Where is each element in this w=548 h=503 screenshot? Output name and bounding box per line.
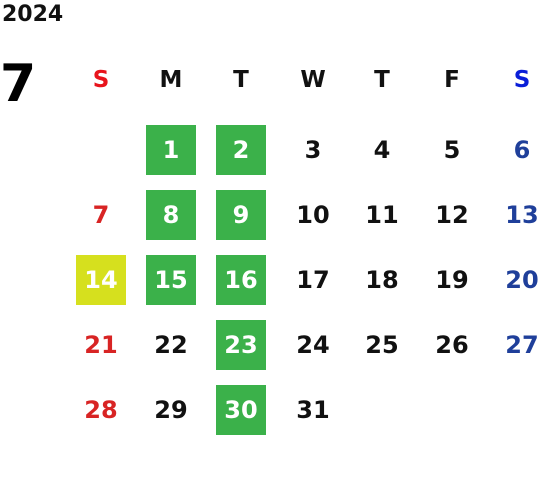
month-label: 7 (0, 54, 37, 114)
day-cell-8[interactable]: 8 (146, 190, 196, 240)
day-cell-20[interactable]: 20 (505, 266, 539, 294)
weekday-header-1: M (159, 67, 183, 93)
day-cell-18[interactable]: 18 (365, 266, 399, 294)
day-cell-21[interactable]: 21 (84, 331, 118, 359)
day-cell-7[interactable]: 7 (92, 201, 110, 229)
day-cell-23[interactable]: 23 (216, 320, 266, 370)
weekday-header-4: T (374, 67, 390, 93)
day-cell-24[interactable]: 24 (296, 331, 330, 359)
weekday-header-3: W (300, 67, 326, 93)
day-cell-26[interactable]: 26 (435, 331, 469, 359)
day-cell-28[interactable]: 28 (84, 396, 118, 424)
day-cell-4[interactable]: 4 (373, 136, 391, 164)
day-cell-6[interactable]: 6 (513, 136, 531, 164)
weekday-header-6: S (513, 67, 531, 93)
day-cell-31[interactable]: 31 (296, 396, 330, 424)
day-cell-13[interactable]: 13 (505, 201, 539, 229)
day-cell-30[interactable]: 30 (216, 385, 266, 435)
day-cell-15[interactable]: 15 (146, 255, 196, 305)
day-cell-19[interactable]: 19 (435, 266, 469, 294)
weekday-header-2: T (233, 67, 249, 93)
weekday-header-5: F (444, 67, 460, 93)
day-cell-5[interactable]: 5 (443, 136, 461, 164)
day-cell-1[interactable]: 1 (146, 125, 196, 175)
day-cell-3[interactable]: 3 (304, 136, 322, 164)
weekday-header-0: S (92, 67, 110, 93)
day-cell-10[interactable]: 10 (296, 201, 330, 229)
day-cell-11[interactable]: 11 (365, 201, 399, 229)
day-cell-22[interactable]: 22 (154, 331, 188, 359)
day-cell-14[interactable]: 14 (76, 255, 126, 305)
day-cell-16[interactable]: 16 (216, 255, 266, 305)
day-cell-25[interactable]: 25 (365, 331, 399, 359)
day-cell-2[interactable]: 2 (216, 125, 266, 175)
year-label: 2024 (2, 2, 64, 27)
day-cell-17[interactable]: 17 (296, 266, 330, 294)
day-cell-9[interactable]: 9 (216, 190, 266, 240)
day-cell-29[interactable]: 29 (154, 396, 188, 424)
day-cell-27[interactable]: 27 (505, 331, 539, 359)
day-cell-12[interactable]: 12 (435, 201, 469, 229)
